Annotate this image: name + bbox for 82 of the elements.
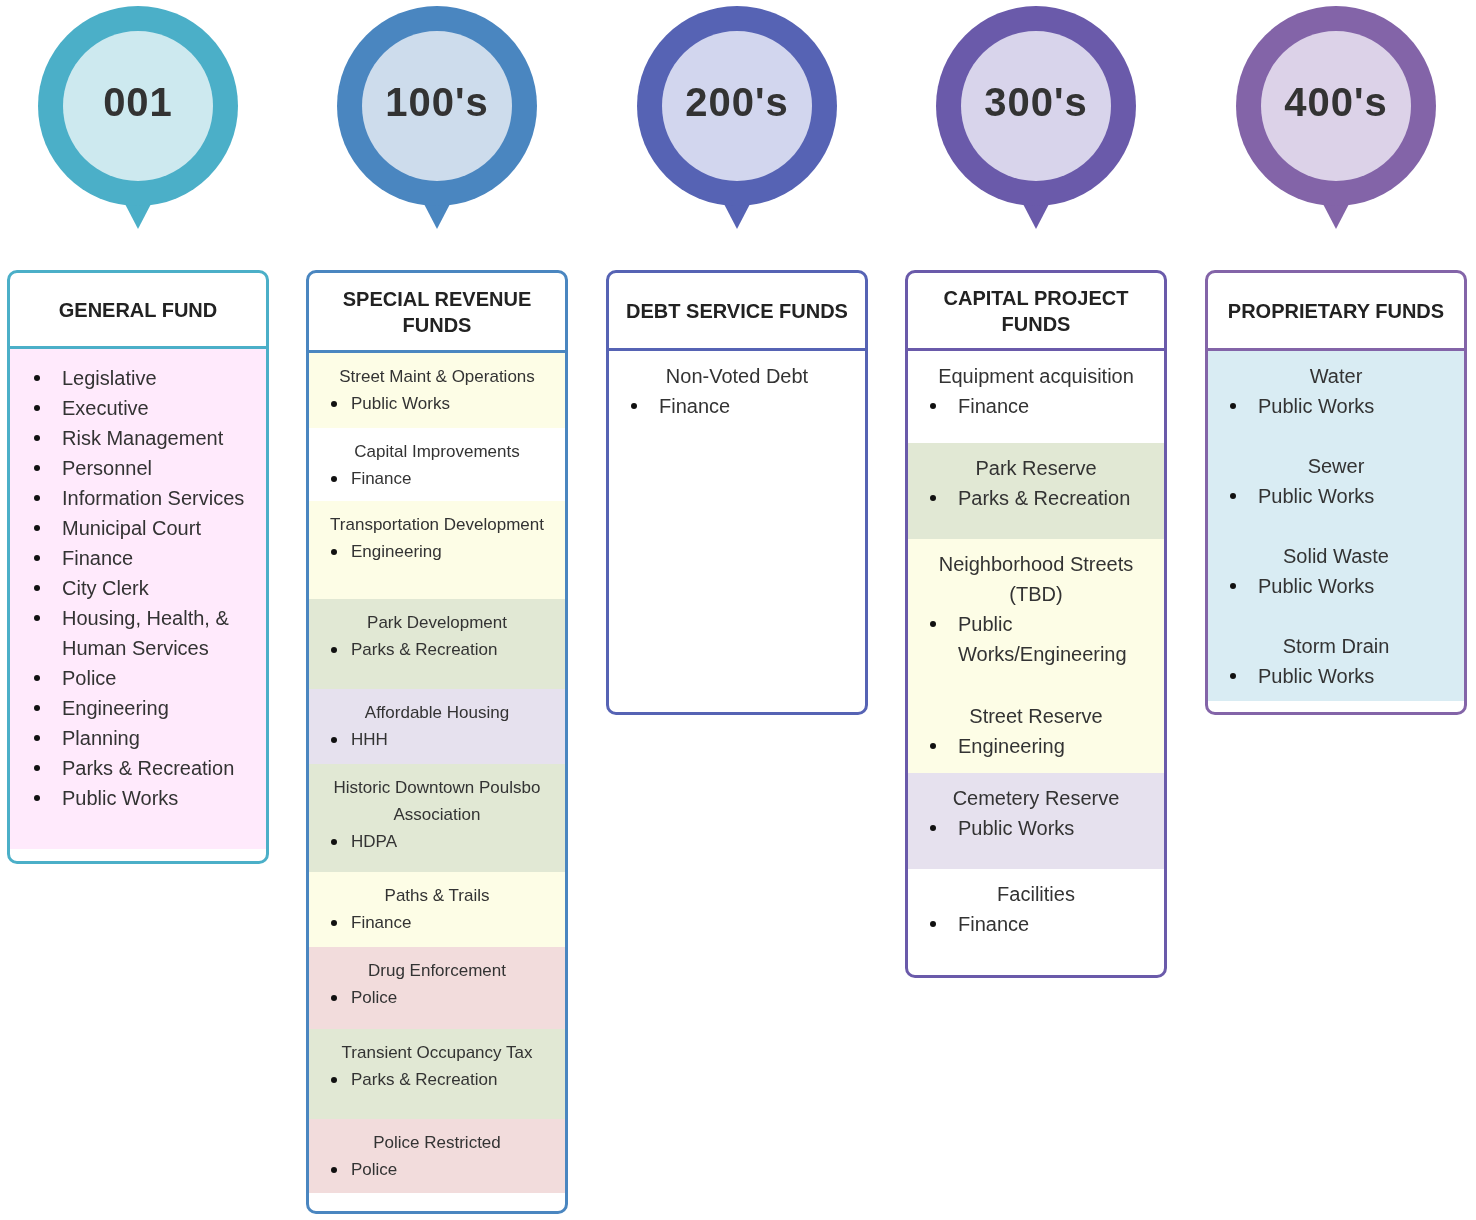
list-item: Police xyxy=(30,663,256,693)
list-item: Public Works xyxy=(30,783,256,813)
fund-section xyxy=(908,443,1164,539)
section-title: Cemetery Reserve xyxy=(952,786,1120,811)
list-item: Finance xyxy=(926,391,1158,421)
fund-number: 400's xyxy=(1284,79,1388,126)
list-item: Public Works xyxy=(1226,481,1458,511)
section-title: Solid Waste xyxy=(1283,544,1389,569)
fund-card xyxy=(606,270,868,715)
section-title: Storm Drain xyxy=(1282,634,1390,659)
fund-section xyxy=(1208,621,1464,701)
fund-section xyxy=(908,691,1164,773)
list-item: Municipal Court xyxy=(30,513,256,543)
fund-section xyxy=(309,689,565,764)
list-item: Engineering xyxy=(327,538,559,565)
fund-card xyxy=(1205,270,1467,715)
list-item: Engineering xyxy=(30,693,256,723)
list-item: Public Works xyxy=(926,813,1158,843)
list-item: HHH xyxy=(327,726,559,753)
section-title: Transient Occupancy Tax xyxy=(341,1042,533,1064)
list-item: Finance xyxy=(926,909,1158,939)
list-item: Police xyxy=(327,984,559,1011)
list-item: Parks & Recreation xyxy=(926,483,1158,513)
list-item: HDPA xyxy=(327,828,559,855)
fund-section xyxy=(309,764,565,872)
section-title: Water xyxy=(1309,364,1363,389)
section-title: Sewer xyxy=(1307,454,1365,479)
fund-section xyxy=(309,1119,565,1193)
list-item: Finance xyxy=(327,465,559,492)
list-item: Public Works xyxy=(327,390,559,417)
fund-section xyxy=(1208,351,1464,441)
fund-number: 300's xyxy=(984,79,1088,126)
fund-section xyxy=(309,872,565,947)
section-title: Street Reserve xyxy=(969,704,1103,729)
section-title: Historic Downtown Poulsbo Association xyxy=(332,777,542,826)
section-title: Park Reserve xyxy=(975,456,1097,481)
list-item: Information Services xyxy=(30,483,256,513)
list-item: Finance xyxy=(30,543,256,573)
fund-card xyxy=(905,270,1167,978)
fund-card xyxy=(306,270,568,1214)
list-item: Executive xyxy=(30,393,256,423)
fund-section xyxy=(10,349,266,849)
fund-number: 100's xyxy=(385,79,489,126)
list-item: Public Works xyxy=(1226,571,1458,601)
list-item: Public Works/Engineering xyxy=(926,609,1158,669)
fund-section xyxy=(908,539,1164,691)
fund-number: 200's xyxy=(685,79,789,126)
section-title: Police Restricted xyxy=(373,1132,501,1154)
list-item: Legislative xyxy=(30,363,256,393)
list-item: Risk Management xyxy=(30,423,256,453)
fund-section xyxy=(309,599,565,689)
fund-section xyxy=(908,773,1164,869)
list-item: Planning xyxy=(30,723,256,753)
section-title: Affordable Housing xyxy=(364,702,510,724)
fund-section xyxy=(309,501,565,599)
section-title: Capital Improvements xyxy=(354,441,520,463)
list-item: Police xyxy=(327,1156,559,1183)
section-title: Park Development xyxy=(367,612,507,634)
section-title: Non-Voted Debt xyxy=(665,364,809,389)
section-title: Facilities xyxy=(997,882,1075,907)
section-title: Neighborhood Streets (TBD) xyxy=(937,552,1135,607)
list-item: Housing, Health, & Human Services xyxy=(30,603,256,663)
list-item: Parks & Recreation xyxy=(30,753,256,783)
list-item: Engineering xyxy=(926,731,1158,761)
list-item: Parks & Recreation xyxy=(327,1066,559,1093)
list-item: Parks & Recreation xyxy=(327,636,559,663)
section-title: Drug Enforcement xyxy=(368,960,506,982)
fund-section xyxy=(309,1029,565,1119)
fund-section xyxy=(309,947,565,1029)
list-item: Finance xyxy=(627,391,859,421)
list-item: Finance xyxy=(327,909,559,936)
section-title: Equipment acquisition xyxy=(938,364,1134,389)
list-item: Personnel xyxy=(30,453,256,483)
section-title: Street Maint & Operations xyxy=(339,366,535,388)
fund-card xyxy=(7,270,269,864)
list-item: City Clerk xyxy=(30,573,256,603)
section-title: Transportation Development xyxy=(330,514,544,536)
fund-number: 001 xyxy=(103,79,173,126)
section-title: Paths & Trails xyxy=(384,885,490,907)
list-item: Public Works xyxy=(1226,391,1458,421)
fund-section xyxy=(309,353,565,428)
list-item: Public Works xyxy=(1226,661,1458,691)
